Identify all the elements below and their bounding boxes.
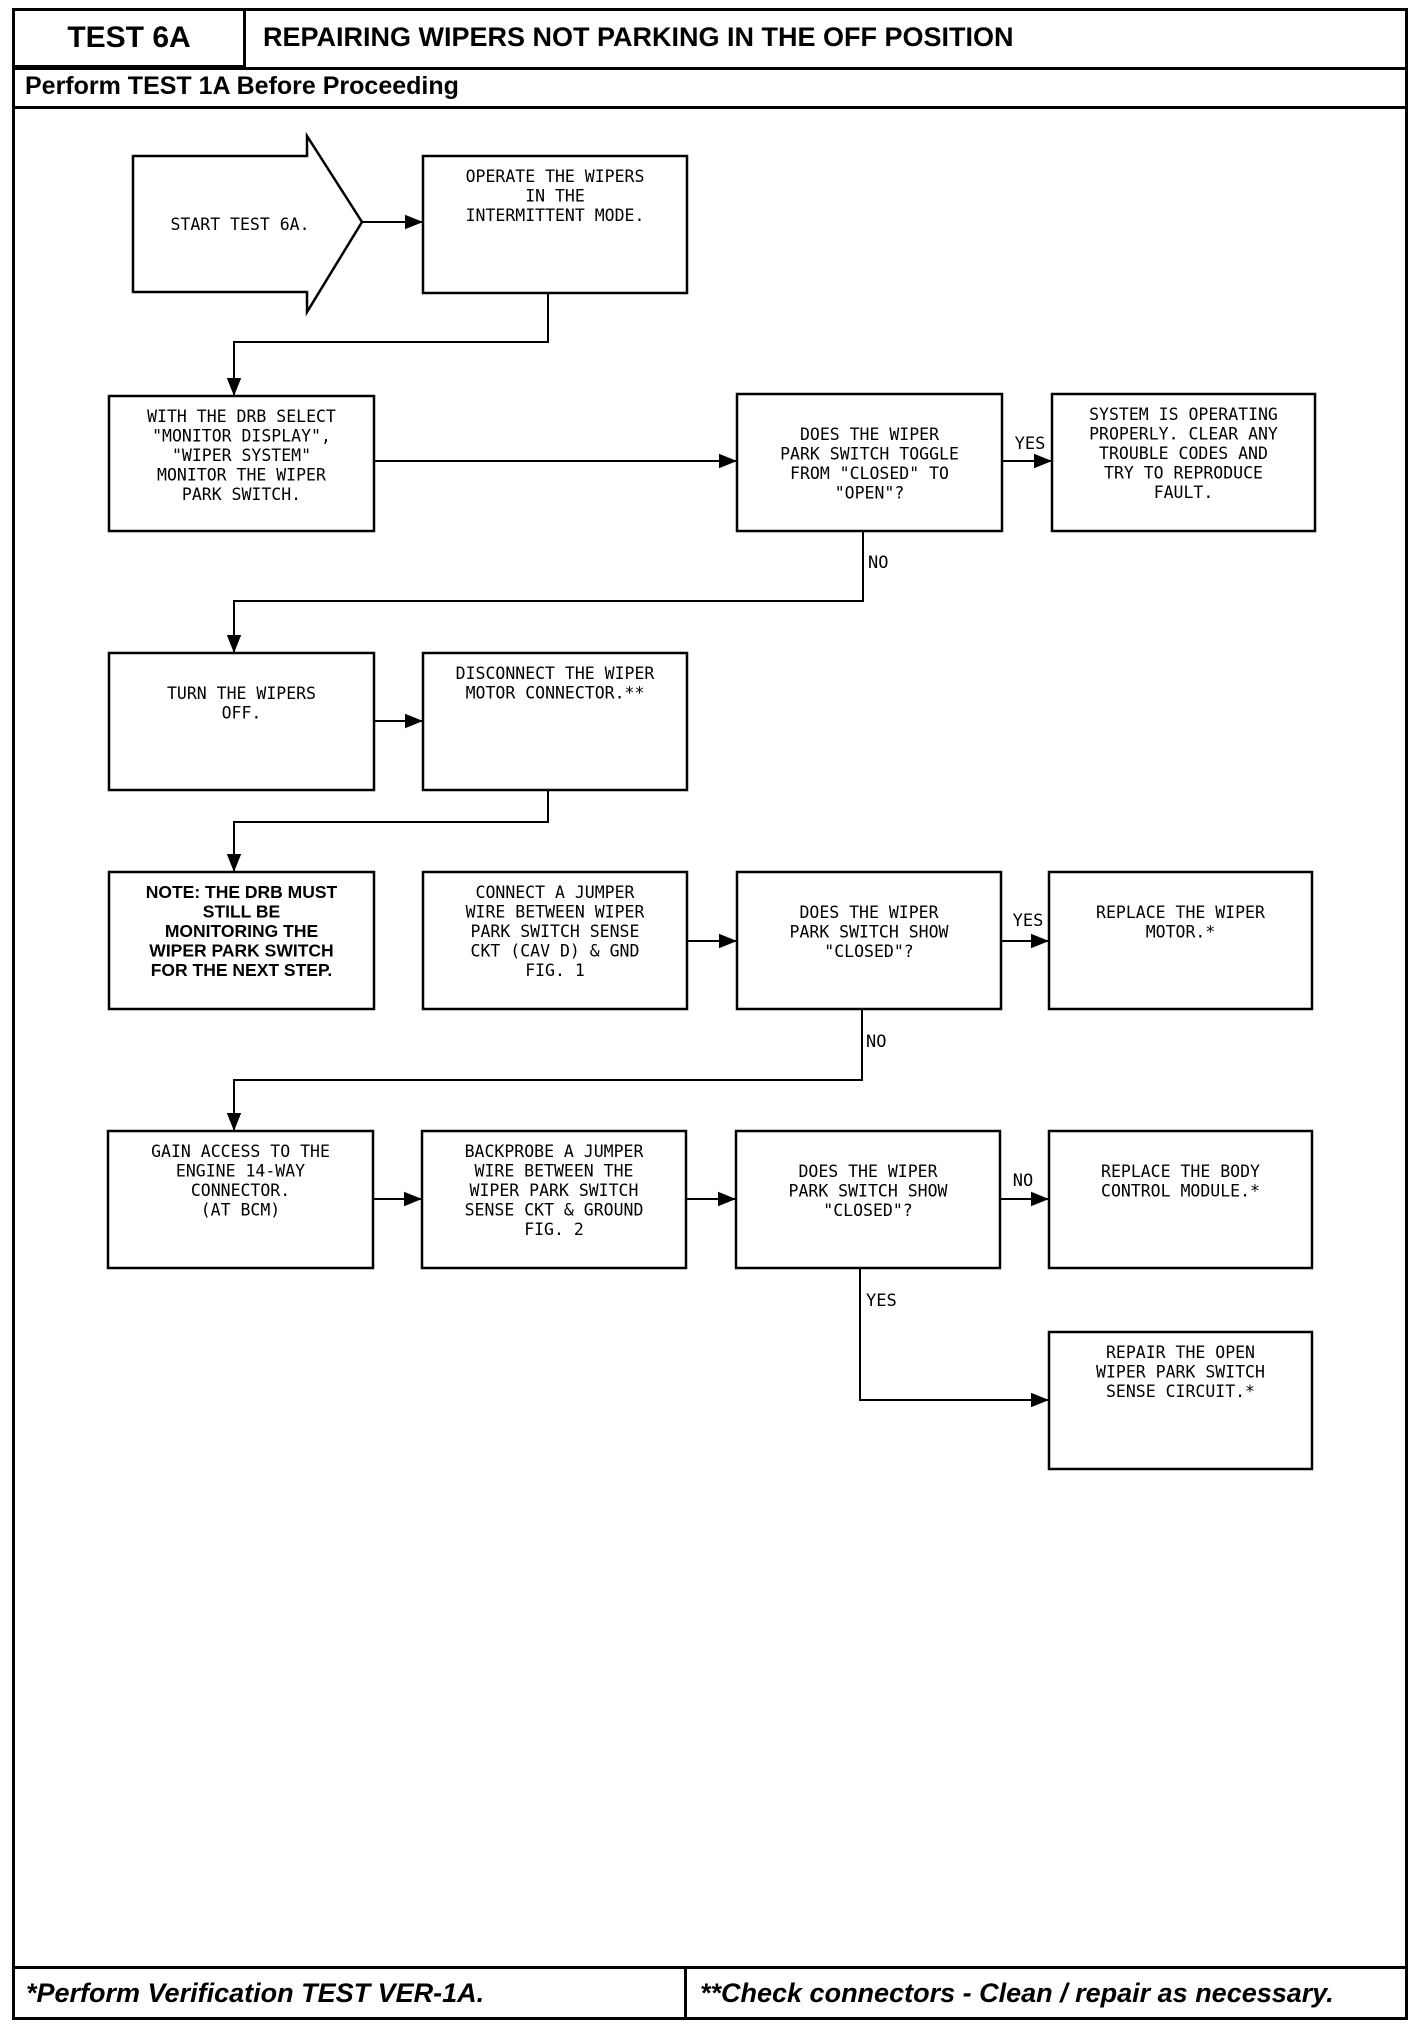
flow-text-jumper-line: WIRE BETWEEN WIPER (466, 903, 645, 922)
flow-box-disconnect (421, 651, 689, 792)
flow-text-replace-bcm-line: CONTROL MODULE.* (1101, 1182, 1260, 1201)
flow-box-turn-off (107, 651, 376, 792)
flow-text-system-ok-line: TRY TO REPRODUCE (1104, 464, 1263, 483)
footer-connector-note: **Check connectors - Clean / repair as n… (700, 1978, 1334, 2008)
flow-text-system-ok-line: SYSTEM IS OPERATING (1089, 405, 1278, 424)
flow-box-note (107, 870, 376, 1011)
page-subtitle: Perform TEST 1A Before Proceeding (25, 72, 459, 100)
connector-5 (226, 531, 864, 653)
connector-7 (226, 790, 549, 872)
flow-text-jumper-line: CKT (CAV D) & GND (471, 942, 640, 961)
flow-text-note-line: FOR THE NEXT STEP. (151, 960, 333, 980)
flow-text-drb-select-line: "MONITOR DISPLAY", (152, 427, 331, 446)
page-frame (12, 8, 1408, 2020)
flow-text-replace-bcm-line: REPLACE THE BODY (1101, 1162, 1260, 1181)
flow-text-closed-q1-line: "CLOSED"? (824, 942, 913, 961)
branch-label-yes: YES (866, 1291, 897, 1311)
page-title: REPAIRING WIPERS NOT PARKING IN THE OFF … (263, 22, 1014, 52)
flow-text-repair-open-line: SENSE CIRCUIT.* (1106, 1382, 1255, 1401)
flow-box-toggle-q (735, 392, 1004, 533)
branch-label-yes: YES (1013, 911, 1044, 931)
flow-text-toggle-q-line: "OPEN"? (835, 484, 905, 503)
connector-14 (859, 1268, 1049, 1408)
flow-text-operate-line: INTERMITTENT MODE. (466, 206, 645, 225)
flow-text-turn-off-line: OFF. (222, 704, 262, 723)
flow-text-toggle-q-line: DOES THE WIPER (800, 425, 939, 444)
flow-text-note-line: STILL BE (203, 902, 280, 922)
test-id: TEST 6A (12, 8, 246, 68)
flow-text-repair-open-line: REPAIR THE OPEN (1106, 1343, 1255, 1362)
flow-text-replace-motor-line: REPLACE THE WIPER (1096, 903, 1265, 922)
flow-text-closed-q1-line: PARK SWITCH SHOW (790, 923, 949, 942)
flow-text-gain-access-line: (AT BCM) (201, 1201, 280, 1220)
flow-text-turn-off-line: TURN THE WIPERS (167, 684, 316, 703)
flow-text-closed-q2-line: DOES THE WIPER (798, 1162, 937, 1181)
flow-text-backprobe-line: WIRE BETWEEN THE (475, 1162, 634, 1181)
branch-label-yes: YES (1015, 434, 1046, 454)
flow-text-repair-open-line: WIPER PARK SWITCH (1096, 1363, 1265, 1382)
flow-text-gain-access-line: CONNECTOR. (191, 1181, 290, 1200)
flow-text-jumper-line: FIG. 1 (525, 961, 585, 980)
footer-separator (684, 1966, 687, 2020)
flow-box-drb-select (107, 394, 376, 533)
connector-2 (226, 293, 549, 396)
flow-text-toggle-q-line: FROM "CLOSED" TO (790, 464, 949, 483)
header-divider (12, 67, 1408, 70)
flow-text-drb-select-line: WITH THE DRB SELECT (147, 407, 336, 426)
flow-text-gain-access-line: ENGINE 14-WAY (176, 1162, 305, 1181)
flow-text-backprobe-line: SENSE CKT & GROUND (465, 1201, 644, 1220)
flow-text-closed-q2-line: PARK SWITCH SHOW (789, 1182, 948, 1201)
flow-box-repair-open (1047, 1330, 1314, 1471)
start-arrow-shape (131, 131, 364, 317)
flow-text-note-line: NOTE: THE DRB MUST (146, 882, 338, 902)
flow-box-backprobe (420, 1129, 688, 1270)
flow-text-jumper-line: CONNECT A JUMPER (476, 883, 635, 902)
flow-text-gain-access-line: GAIN ACCESS TO THE (151, 1142, 330, 1161)
flow-text-system-ok-line: PROPERLY. CLEAR ANY (1089, 425, 1278, 444)
flow-box-replace-bcm (1047, 1129, 1314, 1270)
flow-text-drb-select-line: PARK SWITCH. (182, 485, 301, 504)
flow-box-operate (421, 154, 689, 295)
branch-label-no: NO (1013, 1171, 1033, 1191)
footer-verification-note: *Perform Verification TEST VER-1A. (26, 1978, 485, 2008)
flow-text-closed-q2-line: "CLOSED"? (823, 1201, 912, 1220)
flow-box-closed-q2 (734, 1129, 1002, 1270)
flow-text-system-ok-line: FAULT. (1154, 483, 1214, 502)
flow-text-toggle-q-line: PARK SWITCH TOGGLE (780, 445, 959, 464)
flow-text-backprobe-line: WIPER PARK SWITCH (470, 1181, 639, 1200)
flow-box-jumper (421, 870, 689, 1011)
flow-text-system-ok-line: TROUBLE CODES AND (1099, 444, 1268, 463)
flow-text-disconnect-line: MOTOR CONNECTOR.** (466, 684, 645, 703)
footer-divider (12, 1966, 1408, 1969)
branch-label-no: NO (866, 1032, 886, 1052)
flow-box-replace-motor (1047, 870, 1314, 1011)
flow-text-note-line: MONITORING THE (165, 921, 318, 941)
header-divider-bottom (12, 106, 1408, 109)
flow-text-backprobe-line: FIG. 2 (524, 1220, 584, 1239)
flow-box-system-ok (1050, 392, 1317, 533)
flow-text-drb-select-line: MONITOR THE WIPER (157, 466, 326, 485)
branch-label-no: NO (868, 553, 888, 573)
flow-text-closed-q1-line: DOES THE WIPER (799, 903, 938, 922)
flow-text-drb-select-line: "WIPER SYSTEM" (172, 446, 311, 465)
flow-text-backprobe-line: BACKPROBE A JUMPER (465, 1142, 644, 1161)
flow-text-replace-motor-line: MOTOR.* (1146, 923, 1216, 942)
flow-box-gain-access (106, 1129, 375, 1270)
flow-text-operate-line: IN THE (525, 187, 585, 206)
flow-text-operate-line: OPERATE THE WIPERS (466, 167, 645, 186)
flow-text-disconnect-line: DISCONNECT THE WIPER (456, 664, 655, 683)
connector-10 (226, 1009, 863, 1131)
flow-text-jumper-line: PARK SWITCH SENSE (471, 922, 640, 941)
flow-text-note-line: WIPER PARK SWITCH (149, 941, 333, 961)
start-text-line: START TEST 6A. (170, 215, 309, 234)
